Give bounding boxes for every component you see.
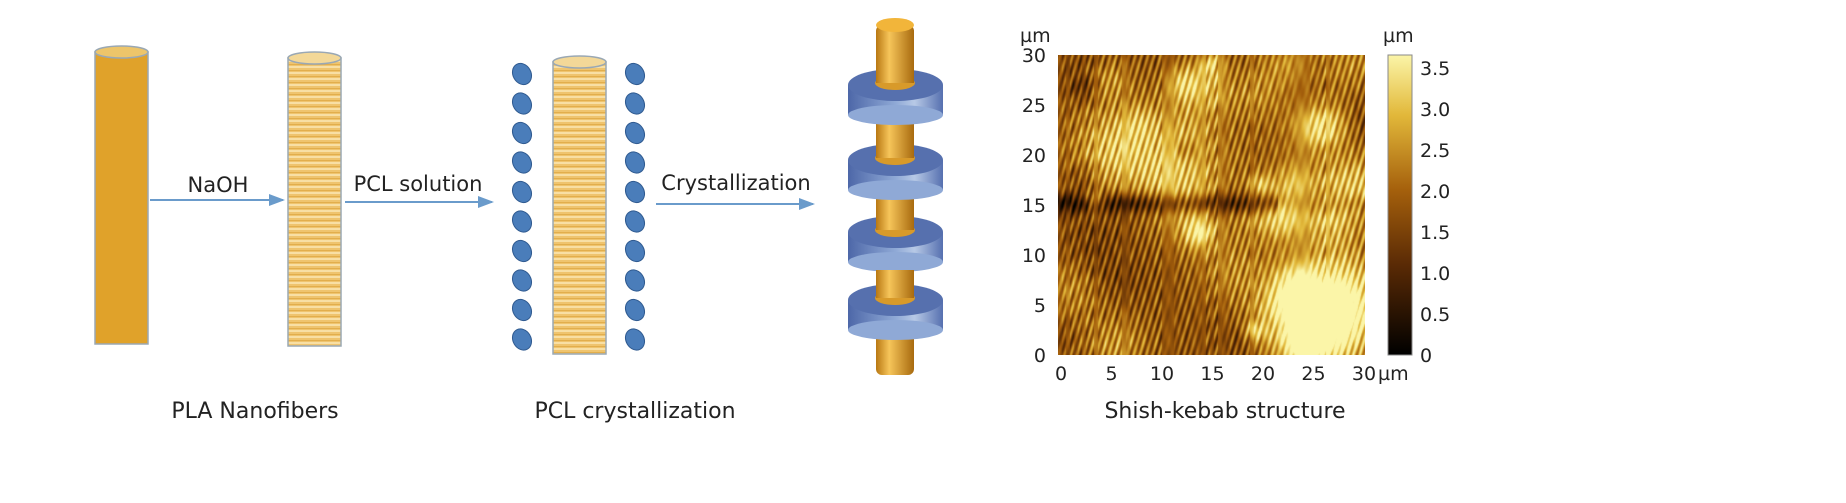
- lamellar-disk: [848, 55, 943, 125]
- pcl-molecule-oval: [511, 62, 533, 86]
- colorbar-tick-label: 3.5: [1420, 58, 1450, 80]
- afm-image-axes: µm 0 5 10 15 20 25 30 0 5 10 15 20 25 30 µm µm 0 0.5 1…: [1020, 25, 1450, 385]
- pcl-molecule-oval: [511, 239, 533, 263]
- pcl-molecule-oval: [511, 298, 533, 322]
- pcl-molecule-oval: [511, 269, 533, 292]
- pcl-molecule-oval: [624, 298, 646, 322]
- pcl-molecule-oval: [624, 92, 646, 115]
- pcl-molecule-oval: [511, 121, 533, 145]
- colorbar-tick-label: 3.0: [1420, 99, 1450, 121]
- pcl-molecule-oval: [624, 121, 646, 145]
- x-tick-label: 5: [1105, 363, 1117, 385]
- pcl-molecules: [511, 62, 646, 351]
- y-tick-label: 30: [1022, 45, 1046, 67]
- lamellar-disk: [848, 130, 943, 200]
- y-tick-label: 0: [1034, 345, 1046, 367]
- x-tick-label: 10: [1150, 363, 1174, 385]
- pla-nanofiber-rod: [94, 45, 149, 345]
- pcl-molecule-oval: [511, 328, 533, 351]
- naoh-arrow: NaOH: [150, 173, 285, 206]
- colorbar-tick-label: 0.5: [1420, 304, 1450, 326]
- crystallization-arrow: Crystallization: [656, 171, 815, 210]
- pcl-solution-label: PCL solution: [354, 172, 483, 196]
- y-axis-unit: µm: [1020, 25, 1051, 47]
- y-tick-label: 20: [1022, 145, 1046, 167]
- pcl-coated-rod: [511, 55, 646, 355]
- colorbar-tick-label: 1.0: [1420, 263, 1450, 285]
- colorbar-tick-label: 1.5: [1420, 222, 1450, 244]
- caption-shish-kebab: Shish-kebab structure: [1104, 399, 1345, 424]
- x-axis-unit: µm: [1378, 363, 1409, 385]
- pcl-molecule-oval: [511, 210, 533, 233]
- pcl-solution-arrow: PCL solution: [345, 172, 494, 208]
- pcl-molecule-oval: [511, 180, 533, 204]
- y-tick-label: 5: [1034, 295, 1046, 317]
- afm-height-map: [1058, 55, 1365, 355]
- pcl-molecule-oval: [624, 328, 646, 351]
- y-tick-label: 10: [1022, 245, 1046, 267]
- x-tick-label: 20: [1251, 363, 1275, 385]
- caption-pla-nanofibers: PLA Nanofibers: [171, 399, 338, 424]
- x-tick-label: 25: [1301, 363, 1325, 385]
- pcl-molecule-oval: [624, 180, 646, 204]
- pcl-molecule-oval: [624, 210, 646, 233]
- lamellar-disk: [848, 202, 943, 272]
- etched-nanofiber-rod: [287, 51, 342, 347]
- pcl-molecule-oval: [511, 151, 533, 174]
- x-tick-label: 15: [1200, 363, 1224, 385]
- crystallization-label: Crystallization: [661, 171, 810, 195]
- colorbar-unit: µm: [1383, 25, 1414, 47]
- colorbar-tick-label: 2.5: [1420, 140, 1450, 162]
- caption-pcl-crystallization: PCL crystallization: [534, 399, 735, 424]
- shish-kebab-model: [848, 18, 943, 375]
- x-tick-label: 30: [1352, 363, 1376, 385]
- pcl-molecule-oval: [624, 239, 646, 263]
- x-tick-label: 0: [1055, 363, 1067, 385]
- y-tick-label: 25: [1022, 95, 1046, 117]
- y-tick-label: 15: [1022, 195, 1046, 217]
- colorbar-tick-label: 0: [1420, 345, 1432, 367]
- colorbar-tick-label: 2.0: [1420, 181, 1450, 203]
- pcl-molecule-oval: [624, 62, 646, 86]
- pcl-molecule-oval: [624, 151, 646, 174]
- pcl-molecule-oval: [511, 92, 533, 115]
- lamellar-disk: [848, 270, 943, 340]
- height-colorbar: [1387, 54, 1413, 356]
- naoh-label: NaOH: [188, 173, 249, 197]
- pcl-molecule-oval: [624, 269, 646, 292]
